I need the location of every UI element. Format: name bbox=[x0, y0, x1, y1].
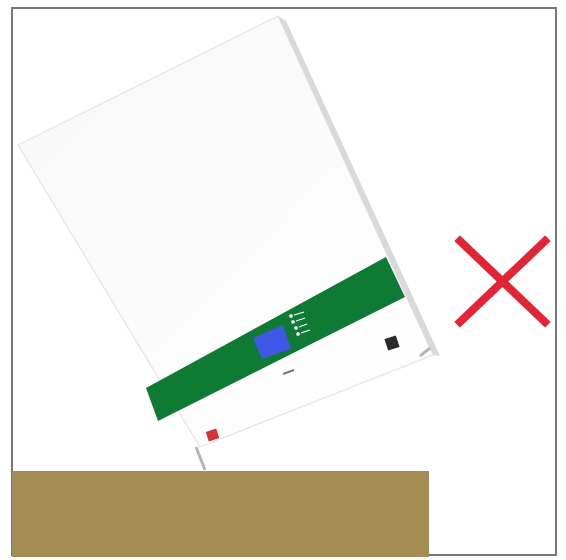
positive-terminal bbox=[205, 428, 220, 442]
battery-foot-left bbox=[194, 446, 207, 471]
status-slot bbox=[282, 369, 295, 375]
cross-mark-icon bbox=[454, 235, 551, 328]
battery-unit bbox=[16, 14, 440, 471]
status-led-icon bbox=[289, 311, 311, 336]
lcd-display-icon bbox=[253, 325, 291, 359]
negative-terminal bbox=[384, 335, 400, 351]
base-block bbox=[12, 471, 429, 557]
battery-side bbox=[278, 16, 440, 356]
battery-foot-right bbox=[419, 346, 431, 358]
